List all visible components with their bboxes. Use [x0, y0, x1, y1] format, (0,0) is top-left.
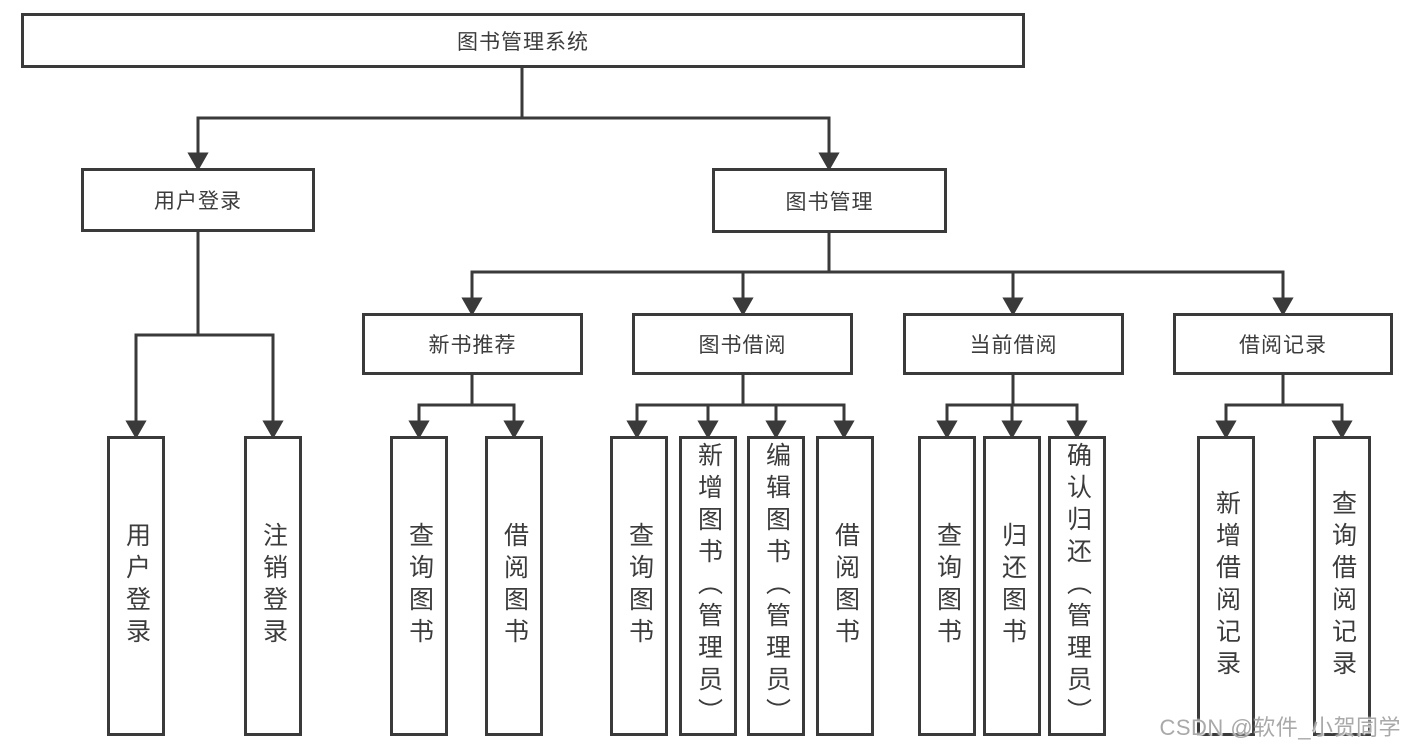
node-label: 图书管理系统	[457, 30, 589, 54]
node-current-borrow: 当前借阅	[903, 313, 1124, 375]
leaf-query-books-borrow: 查询图书	[610, 436, 668, 736]
leaf-label: 借阅图书	[831, 522, 860, 650]
csdn-watermark: CSDN @软件_小贺同学	[1159, 715, 1401, 740]
leaf-query-books-current: 查询图书	[918, 436, 976, 736]
leaf-edit-book-admin: 编辑图书（管理员）	[747, 436, 805, 736]
node-label: 当前借阅	[969, 334, 1058, 357]
node-new-book-recommend: 新书推荐	[362, 313, 583, 375]
leaf-borrow-books: 借阅图书	[816, 436, 874, 736]
leaf-logout: 注销登录	[244, 436, 302, 736]
leaf-add-borrow-record: 新增借阅记录	[1197, 436, 1255, 736]
leaf-label: 用户登录	[122, 522, 151, 650]
leaf-confirm-return-admin: 确认归还（管理员）	[1048, 436, 1106, 736]
node-borrow-records: 借阅记录	[1173, 313, 1393, 375]
leaf-label: 注销登录	[259, 522, 288, 650]
leaf-label: 查询图书	[933, 522, 962, 650]
node-book-management: 图书管理	[712, 168, 947, 233]
node-label: 图书借阅	[698, 334, 787, 357]
leaf-label: 确认归还（管理员）	[1063, 442, 1092, 730]
node-user-login: 用户登录	[81, 168, 315, 232]
leaf-query-borrow-record: 查询借阅记录	[1313, 436, 1371, 736]
leaf-label: 借阅图书	[500, 522, 529, 650]
leaf-label: 编辑图书（管理员）	[762, 442, 791, 730]
leaf-borrow-books-recommend: 借阅图书	[485, 436, 543, 736]
leaf-return-book: 归还图书	[983, 436, 1041, 736]
leaf-label: 查询借阅记录	[1328, 490, 1357, 682]
leaf-add-book-admin: 新增图书（管理员）	[679, 436, 737, 736]
node-label: 借阅记录	[1239, 334, 1327, 357]
node-system-root: 图书管理系统	[21, 13, 1025, 68]
leaf-label: 查询图书	[405, 522, 434, 650]
leaf-label: 查询图书	[625, 522, 654, 650]
leaf-label: 新增借阅记录	[1212, 490, 1241, 682]
node-label: 图书管理	[785, 190, 874, 214]
leaf-query-books-recommend: 查询图书	[390, 436, 448, 736]
leaf-label: 归还图书	[998, 522, 1027, 650]
leaf-label: 新增图书（管理员）	[694, 442, 723, 730]
node-label: 新书推荐	[428, 334, 517, 357]
leaf-user-login: 用户登录	[107, 436, 165, 736]
node-label: 用户登录	[154, 190, 242, 213]
node-book-borrow: 图书借阅	[632, 313, 853, 375]
